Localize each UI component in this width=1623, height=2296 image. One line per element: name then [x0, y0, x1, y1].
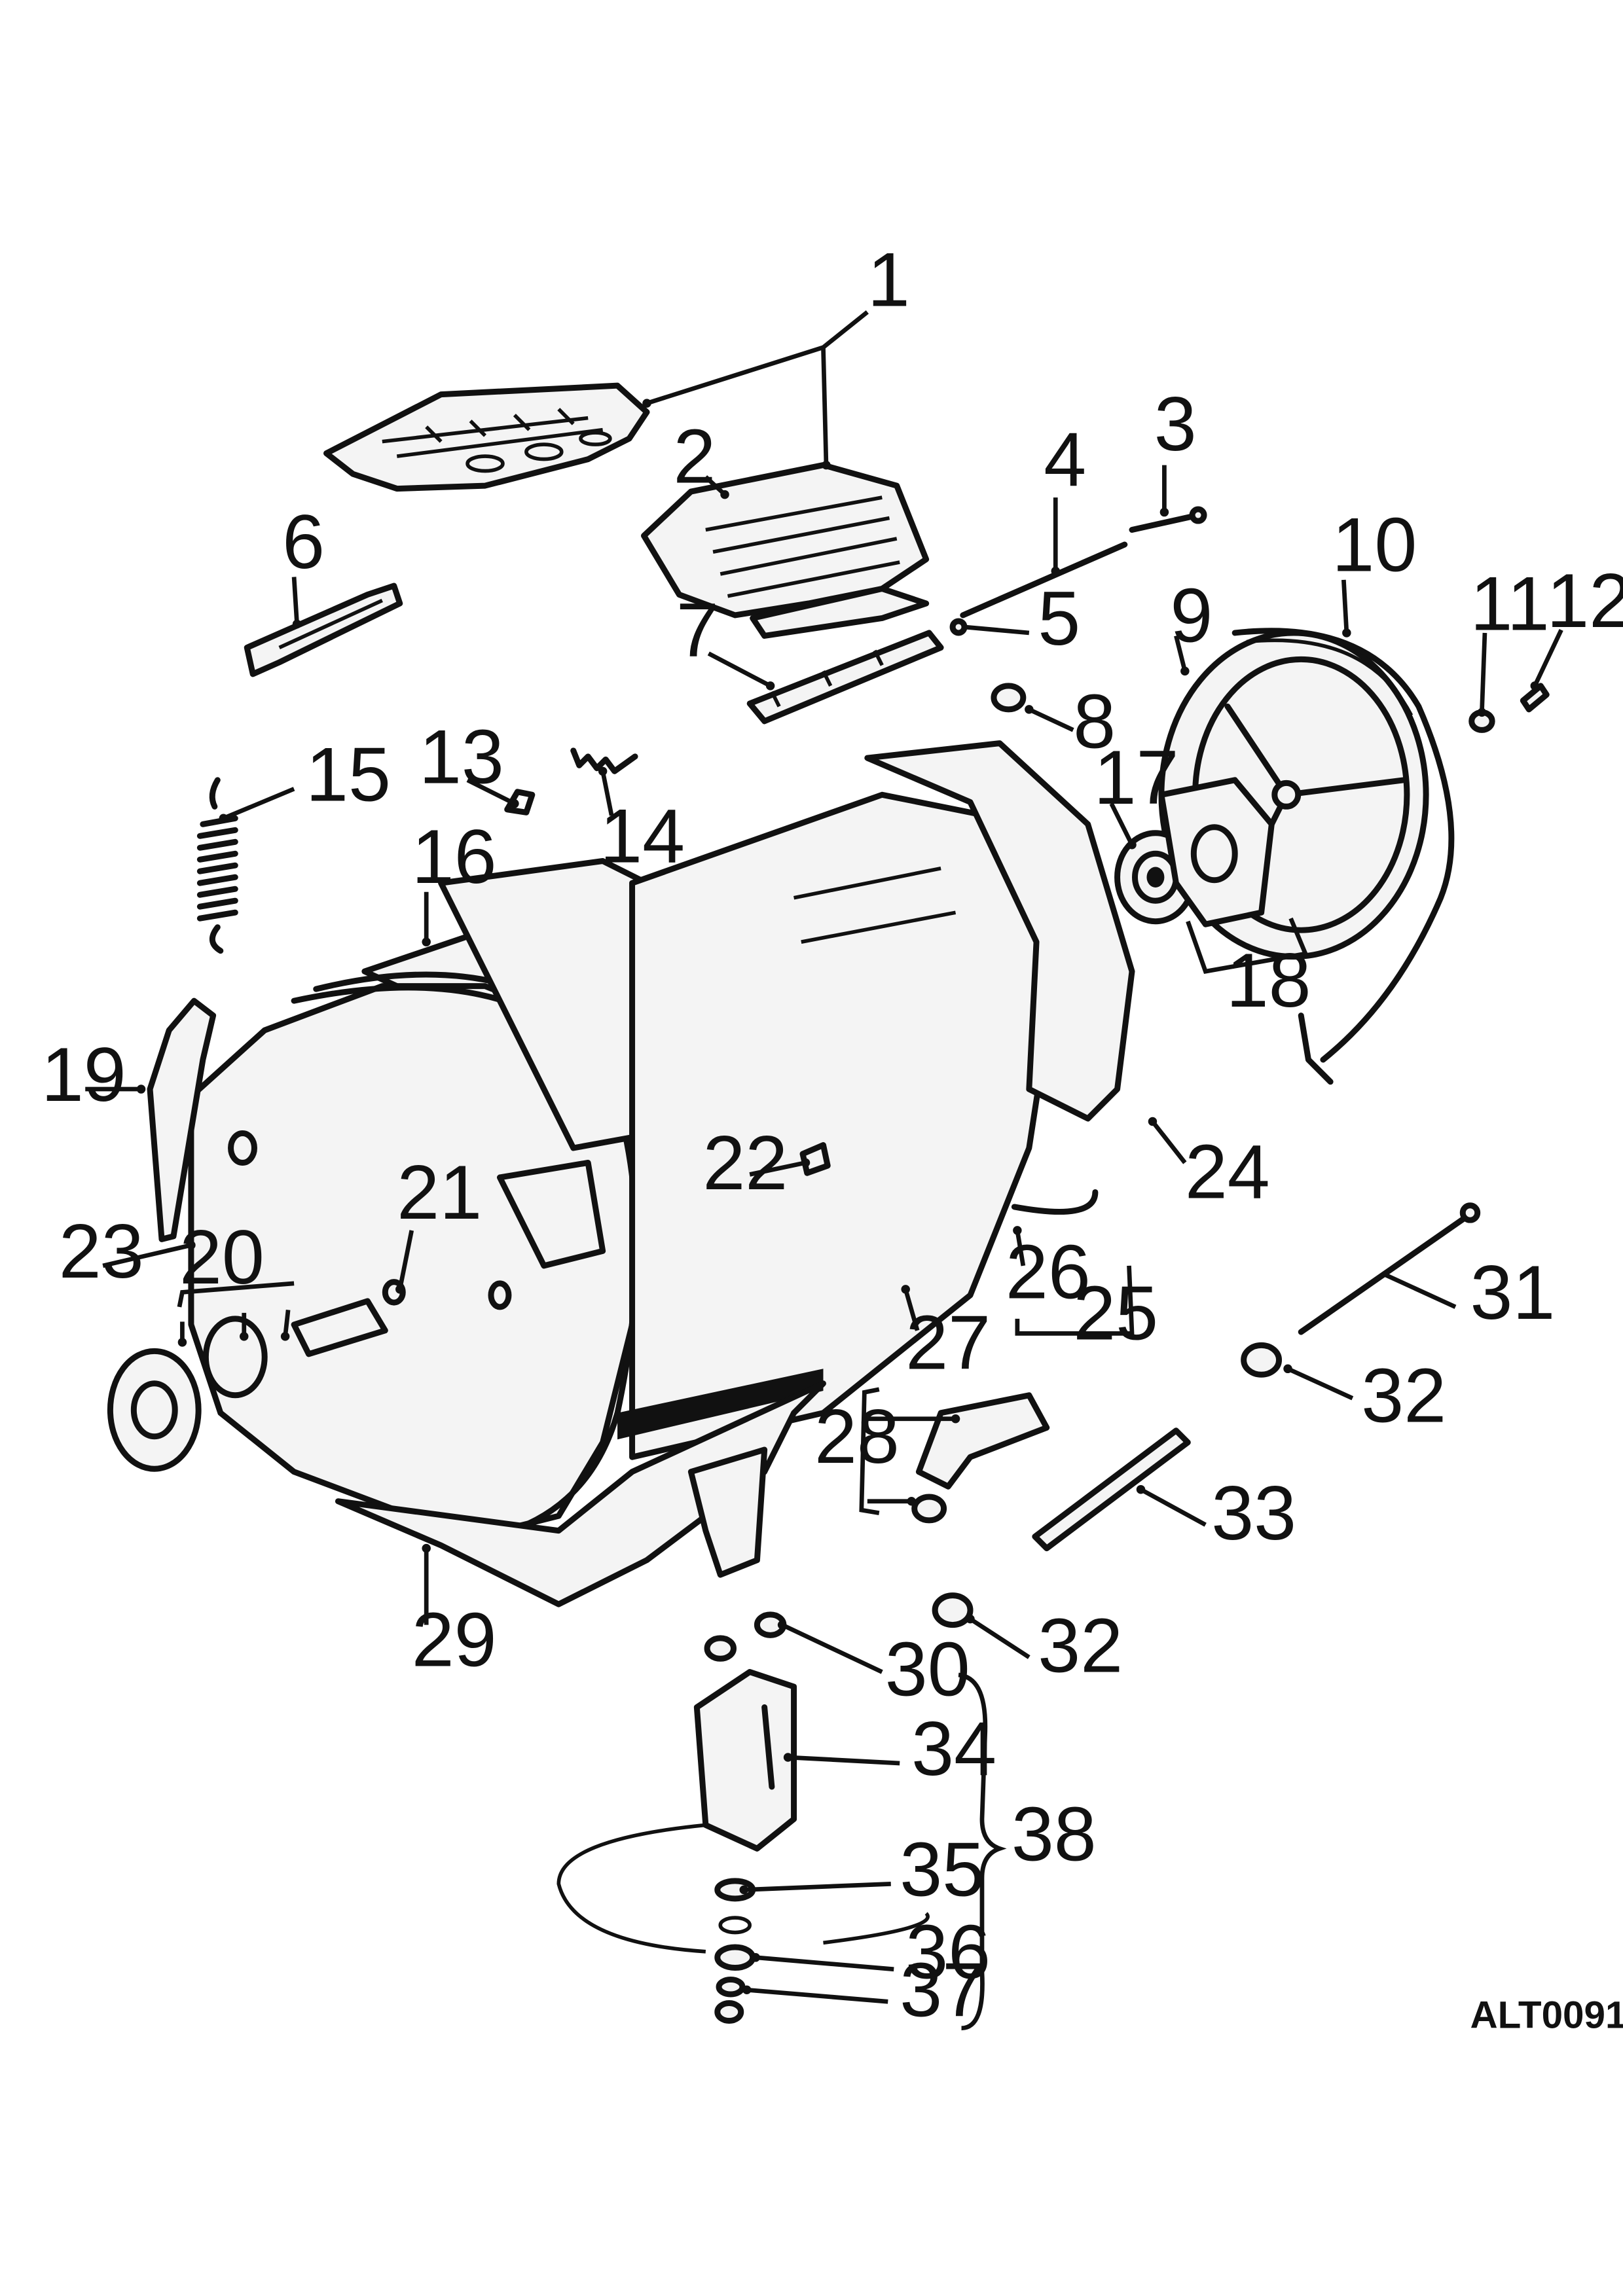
- callout-35: 35: [900, 1826, 985, 1912]
- part-13-clip: [504, 789, 536, 816]
- part-36-grommet: [714, 1944, 756, 1971]
- part-26-seal: [1011, 1189, 1099, 1215]
- part-37-nut: [714, 1977, 746, 2024]
- part-8-knob: [991, 683, 1027, 713]
- callout-2: 2: [673, 414, 716, 499]
- callout-12: 12: [1546, 558, 1623, 643]
- callout-1: 1: [867, 237, 910, 323]
- part-4-rod: [960, 541, 1128, 619]
- part-7-rail: [746, 630, 944, 725]
- callout-labels: 1 2 3 4 5 6 7 8 9 10 11 12 13 14 15 16 1…: [41, 237, 1623, 2037]
- callout-33: 33: [1211, 1470, 1296, 1556]
- callout-32-lower: 32: [1038, 1602, 1123, 1688]
- part-5-screw: [949, 618, 968, 636]
- part-20-bearing-flange: [107, 1298, 388, 1472]
- part-15-coil-spring: [196, 777, 238, 954]
- callout-32-upper: 32: [1361, 1352, 1446, 1438]
- callout-21: 21: [397, 1149, 482, 1235]
- part-29-base: [335, 1380, 826, 1607]
- callout-3: 3: [1154, 381, 1197, 467]
- part-12-bolt: [1520, 683, 1550, 713]
- callout-37: 37: [900, 1947, 985, 2033]
- callout-31: 31: [1470, 1249, 1555, 1335]
- callout-4: 4: [1044, 416, 1086, 502]
- callout-15: 15: [306, 731, 391, 817]
- callout-9: 9: [1170, 572, 1213, 658]
- part-34-mount-bracket: [693, 1669, 797, 1852]
- callout-26: 26: [1006, 1229, 1091, 1314]
- callout-29: 29: [412, 1596, 497, 1682]
- callout-16: 16: [412, 814, 497, 899]
- callout-10: 10: [1332, 501, 1417, 587]
- part-2-perforated-panel: [641, 462, 930, 639]
- part-18-hub-plate: [1158, 777, 1275, 927]
- callout-22: 22: [702, 1120, 788, 1206]
- callout-6: 6: [282, 499, 325, 584]
- part-32-bushing-upper: [1241, 1342, 1283, 1378]
- callout-20: 20: [179, 1214, 264, 1300]
- part-10-belt: [1231, 628, 1455, 1085]
- callout-24: 24: [1185, 1128, 1270, 1214]
- callout-14: 14: [600, 793, 685, 879]
- callout-34: 34: [911, 1706, 996, 1791]
- cabinet-floor-outline: [556, 1823, 930, 1954]
- part-33-tube: [1032, 1427, 1191, 1552]
- callout-27: 27: [905, 1299, 991, 1385]
- part-30-nut-a: [704, 1635, 737, 1662]
- callout-8: 8: [1073, 678, 1116, 764]
- callout-38: 38: [1012, 1791, 1097, 1876]
- callout-17: 17: [1094, 734, 1179, 820]
- callout-36: 36: [905, 1909, 991, 1994]
- callout-13: 13: [419, 713, 504, 799]
- callout-28: 28: [814, 1393, 900, 1479]
- leader-lines: [85, 310, 1563, 2031]
- part-31-bolt: [1298, 1202, 1481, 1335]
- drawing-code: ALT00915: [1470, 1994, 1623, 2037]
- part-14-spring: [570, 747, 638, 774]
- callout-25: 25: [1073, 1270, 1158, 1355]
- part-3-rod: [1129, 506, 1207, 533]
- part-1-top-panel: [323, 382, 650, 492]
- part-27-inner-drum: [617, 791, 1062, 1460]
- part-28-latch: [911, 1392, 1050, 1524]
- callout-30: 30: [885, 1626, 970, 1712]
- callout-19: 19: [41, 1031, 126, 1117]
- callout-7: 7: [676, 587, 719, 673]
- callout-23: 23: [59, 1208, 144, 1294]
- part-32-bushing-lower: [932, 1592, 974, 1628]
- part-6-bracket: [244, 583, 403, 677]
- callout-5: 5: [1038, 575, 1080, 661]
- part-24-drum-ring: [864, 740, 1135, 1122]
- part-19-side-bracket: [147, 997, 217, 1242]
- callout-11: 11: [1470, 560, 1549, 646]
- callout-18: 18: [1226, 937, 1311, 1023]
